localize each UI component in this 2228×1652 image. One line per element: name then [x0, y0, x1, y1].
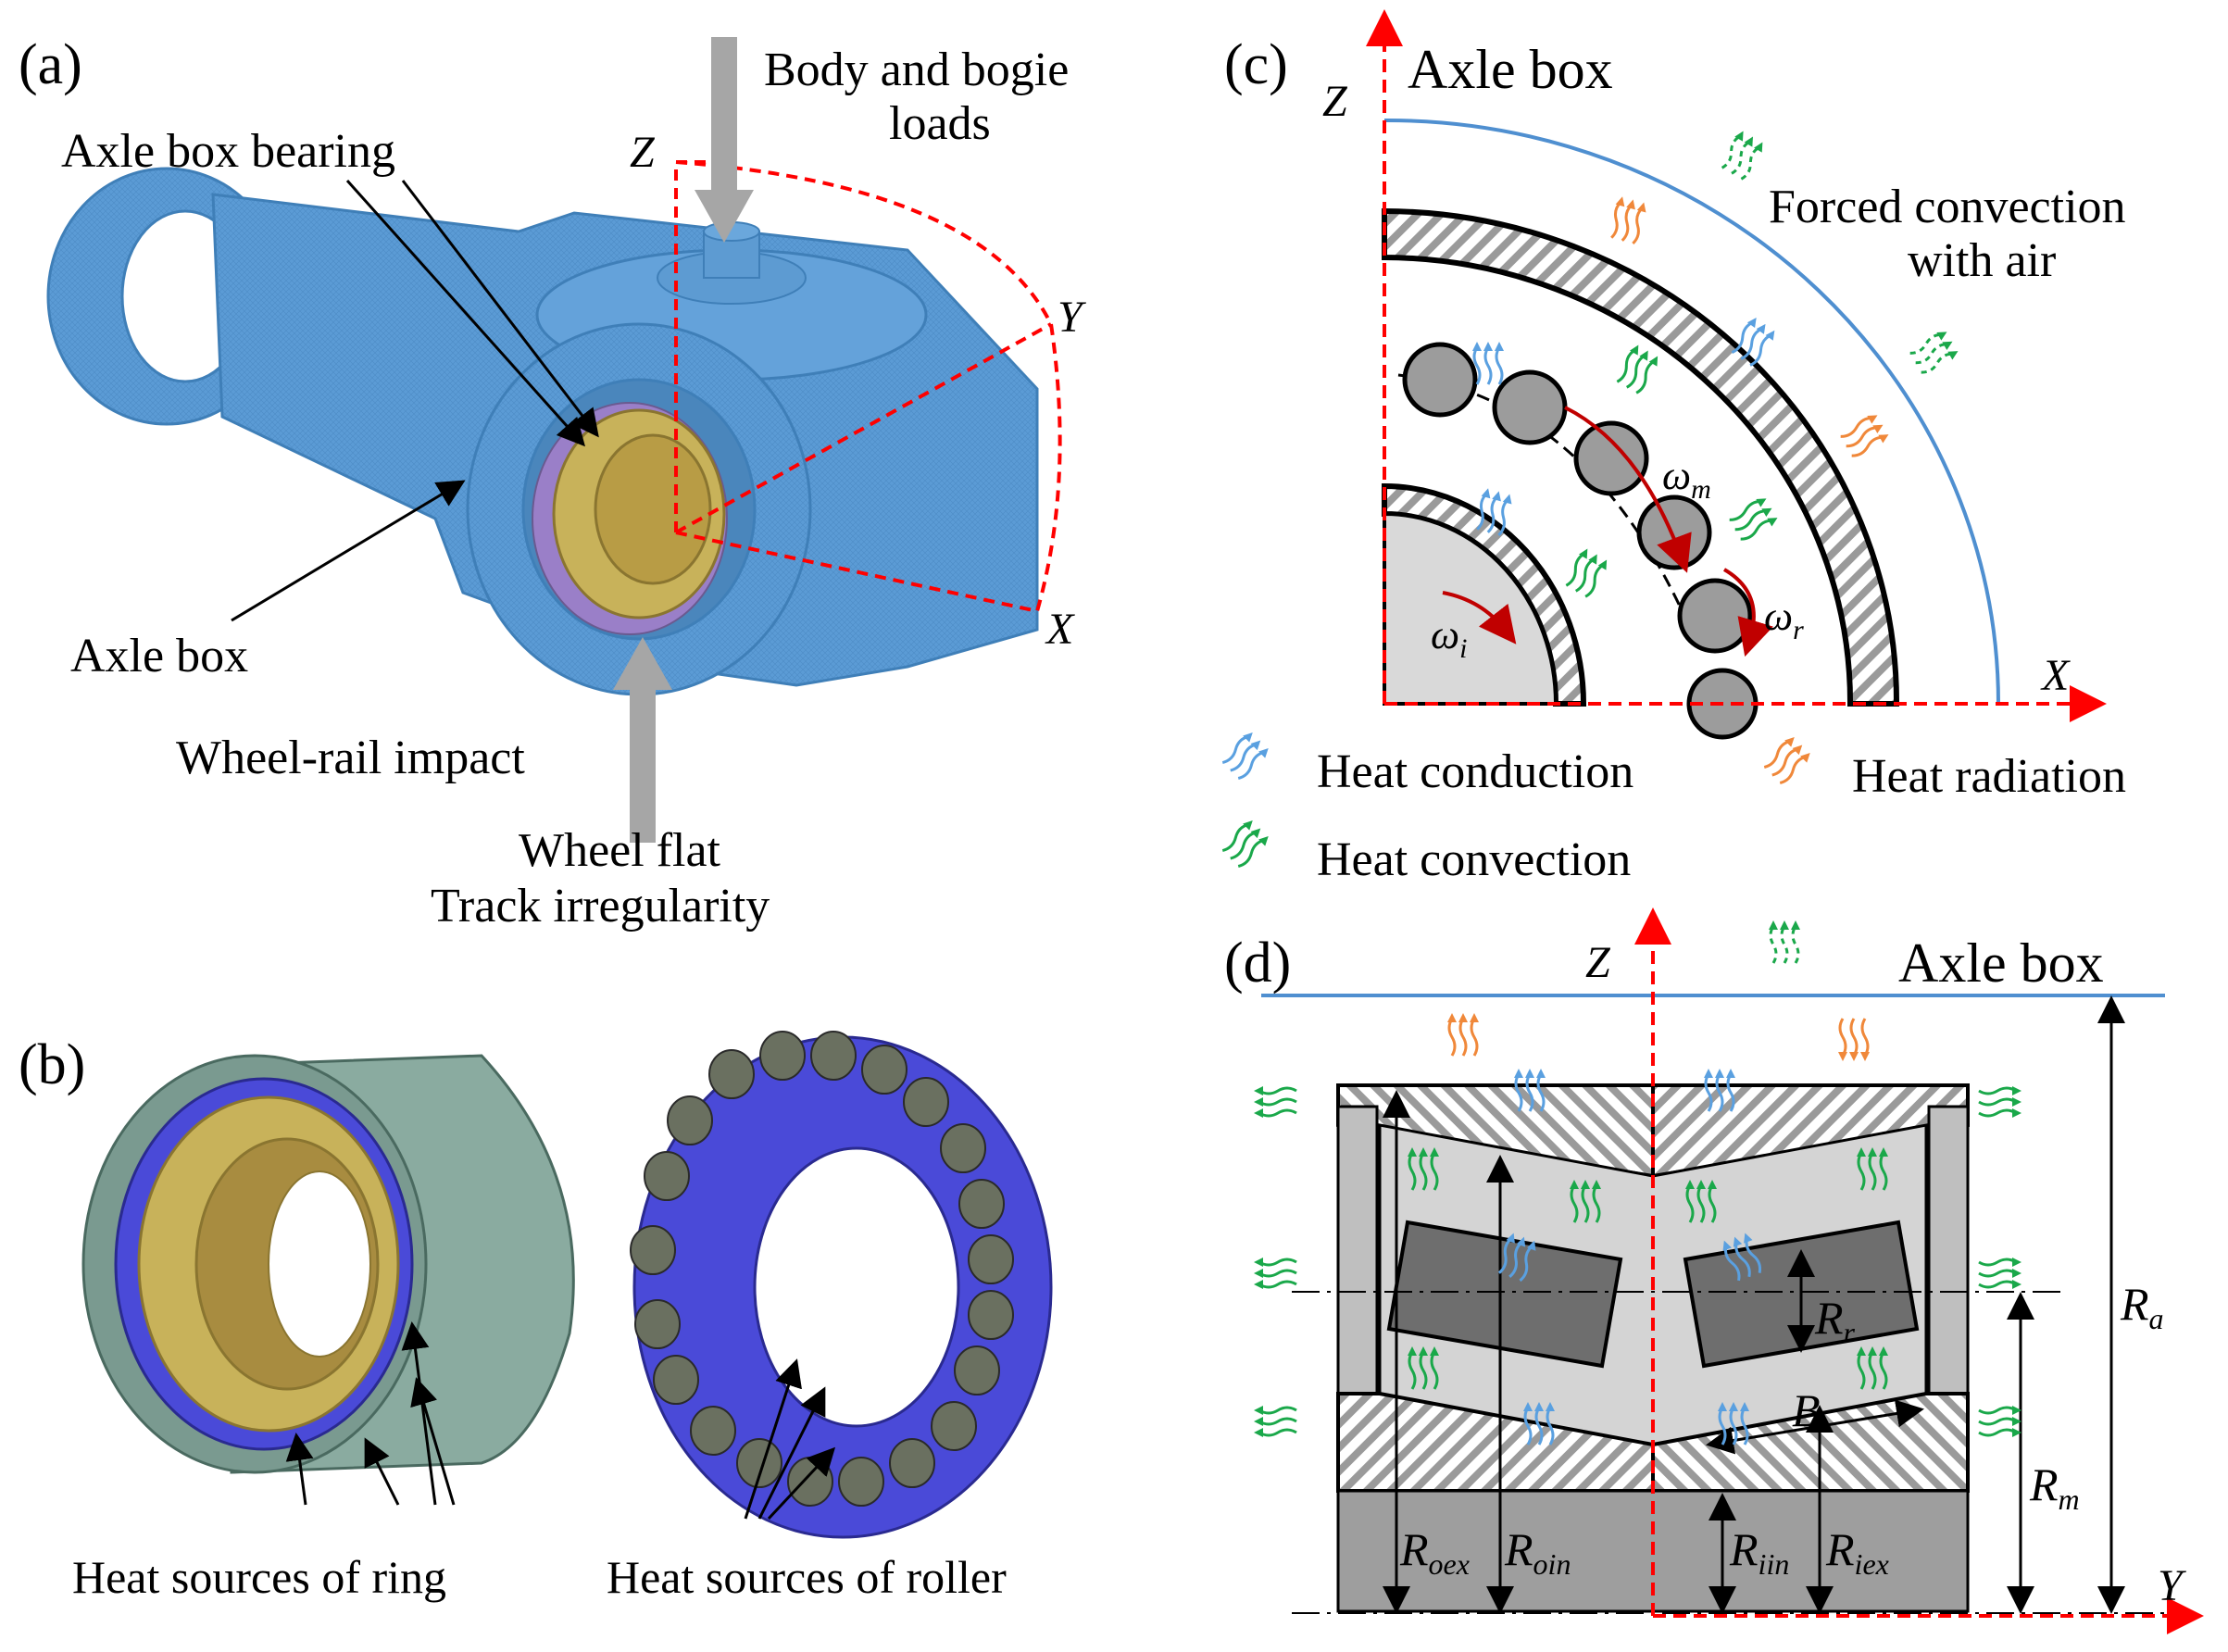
legend-convection: Heat convection: [1317, 833, 1631, 886]
axle-box-model: [46, 167, 1039, 696]
ring-model: [81, 1054, 575, 1474]
heat-legend: Heat conduction Heat radiation Heat conv…: [1218, 727, 2126, 886]
panel-a: (a) Z Y X: [19, 33, 1086, 932]
axle-box-title-c: Axle box: [1408, 39, 1613, 100]
roller-heat-arrows: [744, 1358, 836, 1521]
body-loads-line2: loads: [889, 97, 991, 150]
forced-convection-line2: with air: [1908, 234, 2056, 287]
axle-box-leader: [231, 480, 466, 622]
r-r-label: Rr: [1814, 1292, 1856, 1349]
legend-conduction: Heat conduction: [1317, 745, 1633, 798]
r-iin-label: Riin: [1729, 1523, 1789, 1581]
axle-box-arc-c: [1383, 118, 2000, 705]
body-loads-line1: Body and bogie: [764, 44, 1069, 96]
b-label: B: [1792, 1384, 1821, 1436]
omega-r: ωr: [1764, 594, 1804, 645]
axis-y-label-d: Y: [2158, 1561, 2186, 1610]
axis-z-label-c: Z: [1322, 77, 1348, 126]
ring-heat-arrows: [285, 1321, 456, 1506]
axle-box-label: Axle box: [70, 630, 248, 682]
panel-b: (b) Heat sources of ring: [19, 1031, 1053, 1603]
axis-z-label-a: Z: [630, 128, 656, 177]
panel-d-label: (d): [1224, 932, 1291, 995]
panel-d: (d) Z Axle box Y: [1224, 907, 2204, 1634]
r-m-label: Rm: [2029, 1458, 2080, 1516]
r-oex-label: Roex: [1399, 1523, 1470, 1581]
axis-z-label-d: Z: [1585, 938, 1611, 987]
coordinate-sector: [674, 160, 1062, 613]
axis-y-label-a: Y: [1058, 293, 1086, 342]
wheel-rail-impact-label: Wheel-rail impact: [176, 732, 525, 784]
wheel-flat-label: Wheel flat: [519, 824, 721, 877]
forced-convection-line1: Forced convection: [1769, 181, 2126, 233]
wheel-rail-arrow: [613, 637, 672, 843]
omega-m: ωm: [1662, 453, 1711, 505]
axle-box-bearing-model: [532, 402, 728, 635]
heat-sources-ring-label: Heat sources of ring: [72, 1551, 446, 1603]
heat-sources-roller-label: Heat sources of roller: [607, 1551, 1007, 1603]
dimension-lines: [1383, 995, 2125, 1614]
legend-radiation: Heat radiation: [1852, 750, 2126, 803]
bearing-leader-2: [345, 179, 586, 447]
body-load-arrow: [695, 37, 754, 243]
bearing-leader-1: [401, 180, 599, 438]
panel-b-label: (b): [19, 1033, 85, 1096]
panel-c-label: (c): [1224, 33, 1288, 96]
r-oin-label: Roin: [1504, 1523, 1571, 1581]
omega-i: ωi: [1431, 612, 1467, 664]
panel-a-label: (a): [19, 33, 82, 96]
roller-cage-model: [630, 1031, 1053, 1539]
panel-c: (c) Z Axle box Forced convection with ai…: [1218, 9, 2126, 886]
r-iex-label: Riex: [1825, 1523, 1889, 1581]
axis-x-label-a: X: [1045, 605, 1075, 654]
axis-x-label-c: X: [2040, 651, 2071, 700]
r-a-label: Ra: [2120, 1278, 2164, 1335]
axle-box-bearing-label: Axle box bearing: [61, 125, 395, 178]
quarter-section: [1382, 118, 2000, 740]
axle-box-title-d: Axle box: [1898, 932, 2104, 994]
track-irregularity-label: Track irregularity: [431, 880, 770, 932]
